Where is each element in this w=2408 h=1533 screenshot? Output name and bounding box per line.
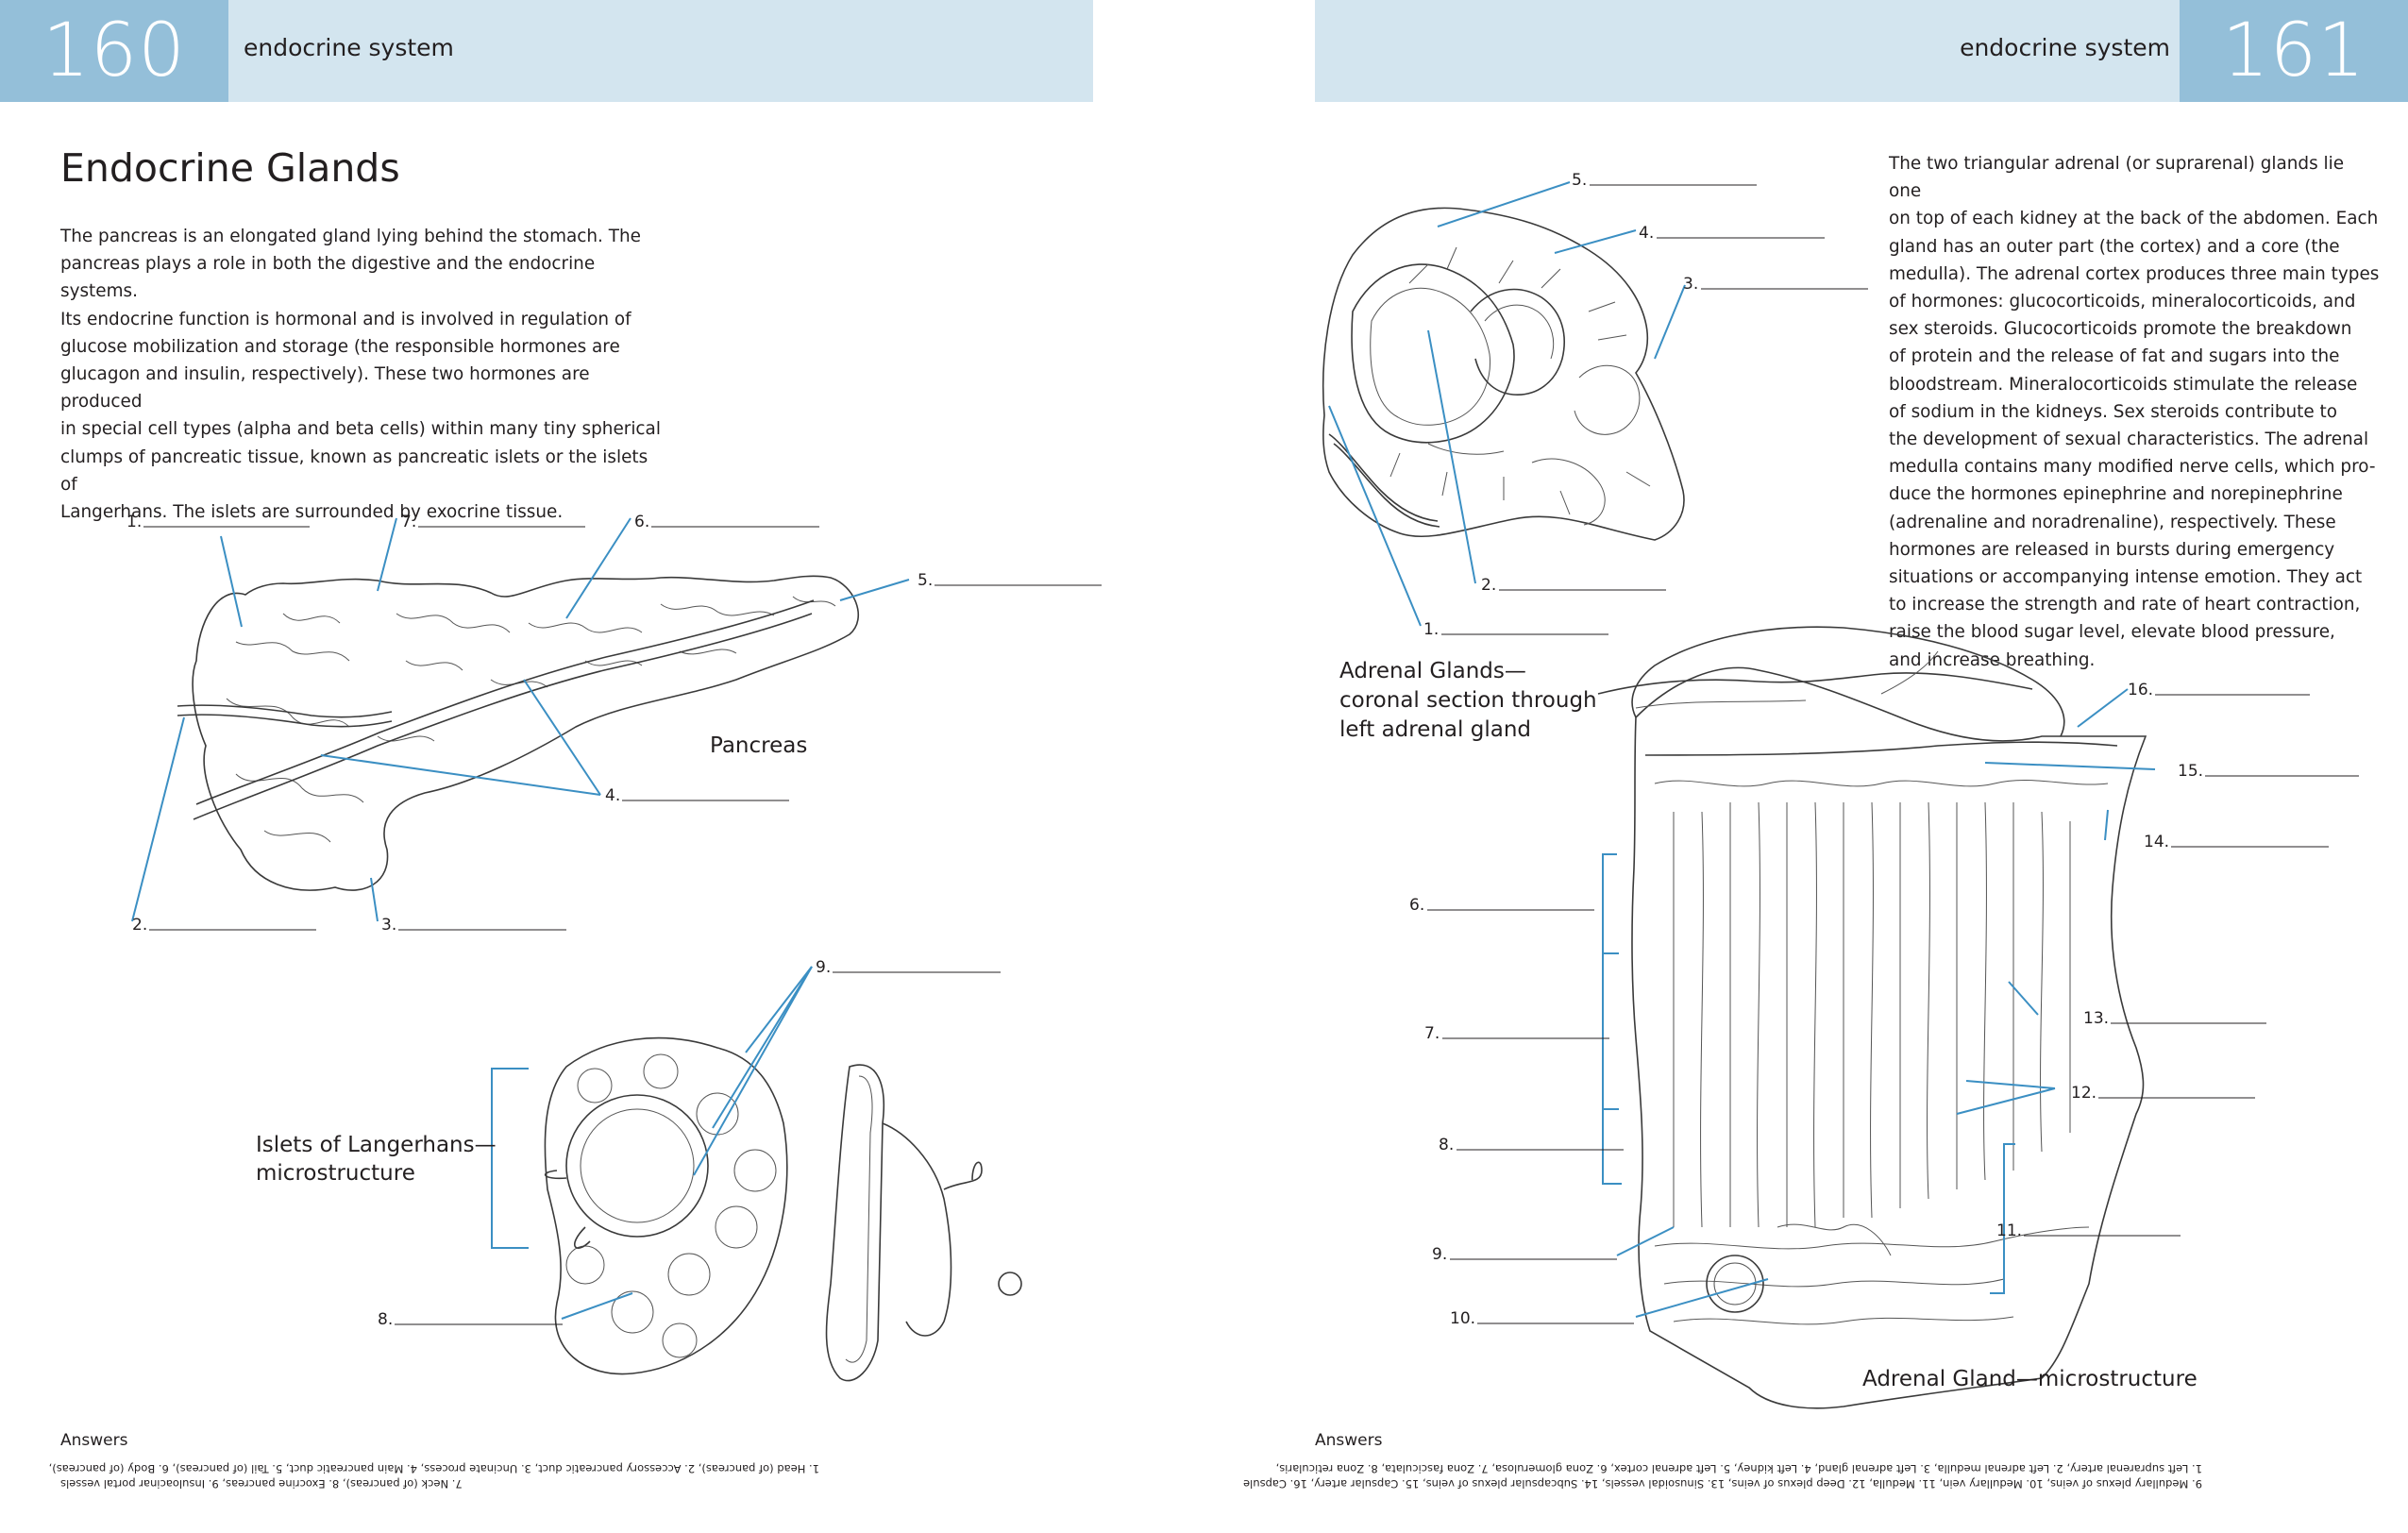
- text-line: raise the blood sugar level, elevate blo…: [1889, 622, 2335, 643]
- right-page: 161 endocrine system The two triangular …: [1243, 0, 2408, 1533]
- islets-caption-line-2: microstructure: [256, 1161, 415, 1186]
- adrenal-labels: 5. 4. 3. 2. 1. 16. 15. 14. 13. 12. 11. 6…: [1409, 171, 2359, 1328]
- label-13: 13.: [2083, 1009, 2109, 1028]
- text-line: of hormones: glucocorticoids, mineraloco…: [1889, 292, 2356, 312]
- label-14: 14.: [2144, 833, 2169, 851]
- right-answers-heading: Answers: [1315, 1431, 1383, 1450]
- left-page: 160 endocrine system Endocrine Glands Th…: [0, 0, 1102, 1533]
- label-5: 5.: [1572, 171, 1587, 190]
- adrenal-leader-lines: [1328, 181, 2156, 1318]
- text-line: clumps of pancreatic tissue, known as pa…: [60, 446, 648, 495]
- label-9: 9.: [1432, 1245, 1447, 1264]
- left-chapter-title: endocrine system: [244, 34, 454, 61]
- label-10: 10.: [1450, 1309, 1475, 1328]
- left-answers-heading: Answers: [60, 1431, 128, 1450]
- adrenal-illustration: 5. 4. 3. 2. 1. 16. 15. 14. 13. 12. 11. 6…: [1322, 171, 2359, 1409]
- text-line: glucagon and insulin, respectively). The…: [60, 364, 590, 413]
- label-12: 12.: [2071, 1084, 2096, 1103]
- label-1: 1.: [126, 513, 142, 531]
- label-4: 4.: [1639, 224, 1654, 243]
- label-2: 2.: [132, 916, 147, 935]
- islets-drawing: [544, 1036, 1022, 1382]
- label-9: 9.: [816, 958, 831, 977]
- text-line: to increase the strength and rate of hea…: [1889, 595, 2361, 615]
- label-16: 16.: [2128, 681, 2153, 699]
- text-line: hormones are released in bursts during e…: [1889, 539, 2335, 560]
- answers-line: 9. Medullary plexus of veins, 10. Medull…: [1243, 1477, 2202, 1491]
- pancreas-drawing: [177, 575, 860, 891]
- text-line: duce the hormones epinephrine and norepi…: [1889, 484, 2343, 505]
- coronal-caption-line-1: Adrenal Glands—: [1339, 659, 1526, 683]
- page-title: Endocrine Glands: [60, 145, 400, 191]
- coronal-caption-line-3: left adrenal gland: [1339, 717, 1531, 742]
- text-line: glucose mobilization and storage (the re…: [60, 336, 620, 357]
- answers-line: 1. Head (of pancreas), 2. Accessory panc…: [48, 1462, 819, 1475]
- label-5: 5.: [918, 571, 933, 590]
- text-line: the development of sexual characteristic…: [1889, 430, 2369, 450]
- text-line: The pancreas is an elongated gland lying…: [60, 227, 641, 246]
- text-line: in special cell types (alpha and beta ce…: [60, 419, 661, 440]
- label-3: 3.: [381, 916, 396, 935]
- micro-caption: Adrenal Gland—microstructure: [1862, 1367, 2198, 1391]
- label-3: 3.: [1683, 275, 1698, 294]
- text-line: situations or accompanying intense emoti…: [1889, 567, 2363, 588]
- pancreas-intro-text: The pancreas is an elongated gland lying…: [60, 223, 665, 526]
- adrenal-coronal-drawing: [1322, 207, 1685, 541]
- text-line: medulla contains many modified nerve cel…: [1889, 457, 2376, 478]
- label-7: 7.: [401, 513, 416, 531]
- left-page-number: 160: [0, 0, 228, 102]
- pancreas-labels: 1. 7. 6. 5. 4. 2. 3. 9. 8.: [126, 513, 1102, 1329]
- text-line: sex steroids. Glucocorticoids promote th…: [1889, 319, 2352, 340]
- text-line: Langerhans. The islets are surrounded by…: [60, 502, 564, 523]
- text-line: of sodium in the kidneys. Sex steroids c…: [1889, 401, 2337, 422]
- adrenal-micro-drawing: [1597, 626, 2147, 1409]
- adrenal-intro-text: The two triangular adrenal (or suprarena…: [1889, 150, 2380, 674]
- text-line: The two triangular adrenal (or suprarena…: [1889, 154, 2345, 202]
- text-line: pancreas plays a role in both the digest…: [60, 254, 596, 302]
- label-15: 15.: [2178, 762, 2203, 781]
- text-line: (adrenaline and noradrenaline), respecti…: [1889, 512, 2336, 532]
- label-4: 4.: [605, 786, 620, 805]
- answers-line: 7. Neck (of pancreas), 8. Exocrine pancr…: [60, 1477, 463, 1491]
- text-line: bloodstream. Mineralocorticoids stimulat…: [1889, 374, 2358, 395]
- text-line: gland has an outer part (the cortex) and…: [1889, 236, 2340, 257]
- text-line: medulla). The adrenal cortex produces th…: [1889, 263, 2380, 284]
- right-page-number: 161: [2180, 0, 2408, 102]
- label-6: 6.: [634, 513, 649, 531]
- label-6: 6.: [1409, 896, 1424, 915]
- right-chapter-title: endocrine system: [1960, 34, 2170, 61]
- label-8: 8.: [378, 1310, 393, 1329]
- text-line: on top of each kidney at the back of the…: [1889, 209, 2379, 229]
- label-11: 11.: [1996, 1221, 2022, 1240]
- coronal-caption-line-2: coronal section through: [1339, 688, 1597, 713]
- pancreas-illustration: 1. 7. 6. 5. 4. 2. 3. 9. 8. Pancreas Isle…: [126, 513, 1102, 1382]
- answers-line: 1. Left suprarenal artery, 2. Left adren…: [1275, 1462, 2202, 1475]
- text-line: Its endocrine function is hormonal and i…: [60, 309, 631, 329]
- pancreas-caption: Pancreas: [710, 733, 807, 758]
- text-line: of protein and the release of fat and su…: [1889, 346, 2340, 367]
- label-2: 2.: [1481, 576, 1496, 595]
- right-answers-upside-down: 9. Medullary plexus of veins, 10. Medull…: [1243, 1461, 2202, 1491]
- left-answers-upside-down: 7. Neck (of pancreas), 8. Exocrine pancr…: [48, 1461, 819, 1491]
- pancreas-leader-lines: [131, 517, 910, 1320]
- label-8: 8.: [1439, 1136, 1454, 1154]
- label-7: 7.: [1424, 1024, 1440, 1043]
- label-1: 1.: [1423, 620, 1439, 639]
- islets-caption-line-1: Islets of Langerhans—: [256, 1133, 497, 1157]
